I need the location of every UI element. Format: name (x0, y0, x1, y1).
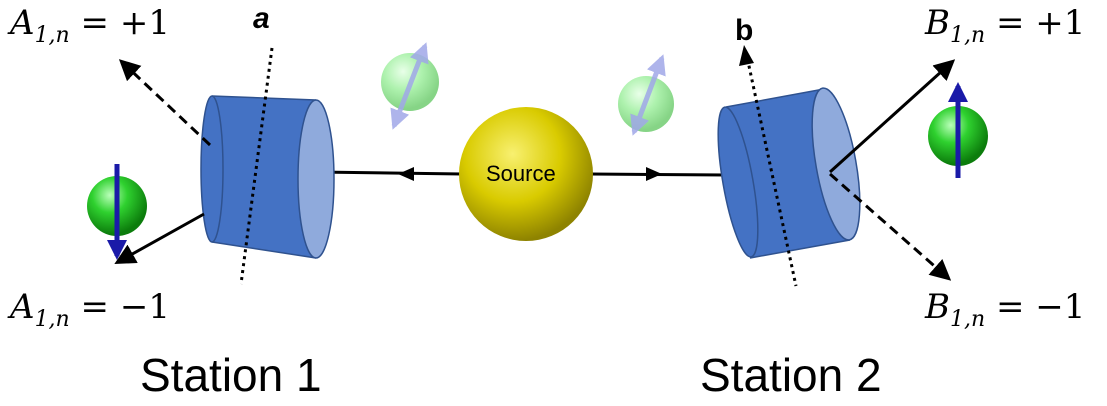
outcome-value: = +1 (995, 3, 1086, 43)
station2-output-plus (828, 59, 956, 174)
outcome-value: = +1 (80, 3, 170, 43)
beam-left-arrow (398, 167, 414, 181)
station2-detector (717, 87, 861, 259)
station2-title: Station 2 (700, 349, 882, 401)
station2-output-minus (829, 172, 952, 281)
station1-detector (200, 95, 335, 259)
beam-left (315, 170, 463, 176)
outcome-subscript: 1,n (950, 23, 986, 48)
beam-right-arrow (646, 167, 662, 181)
outcome-symbol: B (925, 287, 950, 327)
station2-particle-spin-up (928, 82, 988, 178)
station2-outcome-plus-label: B1,n = +1 (925, 6, 1085, 47)
station1-particle-spin-down (87, 164, 147, 260)
outcome-symbol: A (10, 3, 35, 43)
outcome-subscript: 1,n (34, 307, 70, 332)
station1-outcome-plus-label: A1,n = +1 (10, 6, 170, 47)
station2-axis-b-arrowhead (739, 45, 754, 66)
source-sphere (459, 107, 593, 241)
station1-output-minus (114, 212, 205, 265)
outcome-subscript: 1,n (34, 23, 70, 48)
station1-outcome-minus-label: A1,n = −1 (10, 290, 170, 331)
station1-axis-a (239, 47, 274, 285)
outcome-value: = −1 (80, 287, 170, 327)
outcome-subscript: 1,n (950, 307, 986, 332)
station2-outcome-minus-label: B1,n = −1 (925, 290, 1085, 331)
particle-in-flight-right (618, 54, 674, 136)
outcome-symbol: B (925, 3, 950, 43)
station1-title: Station 1 (140, 349, 322, 401)
particle-in-flight-left (381, 42, 439, 130)
source-label: Source (486, 161, 556, 186)
station2-axis-b (744, 51, 798, 287)
station2-axis-label: b (735, 14, 754, 47)
outcome-value: = −1 (995, 287, 1086, 327)
station1-axis-label: a (253, 2, 270, 35)
outcome-symbol: A (10, 287, 35, 327)
station1-output-plus (118, 59, 212, 147)
